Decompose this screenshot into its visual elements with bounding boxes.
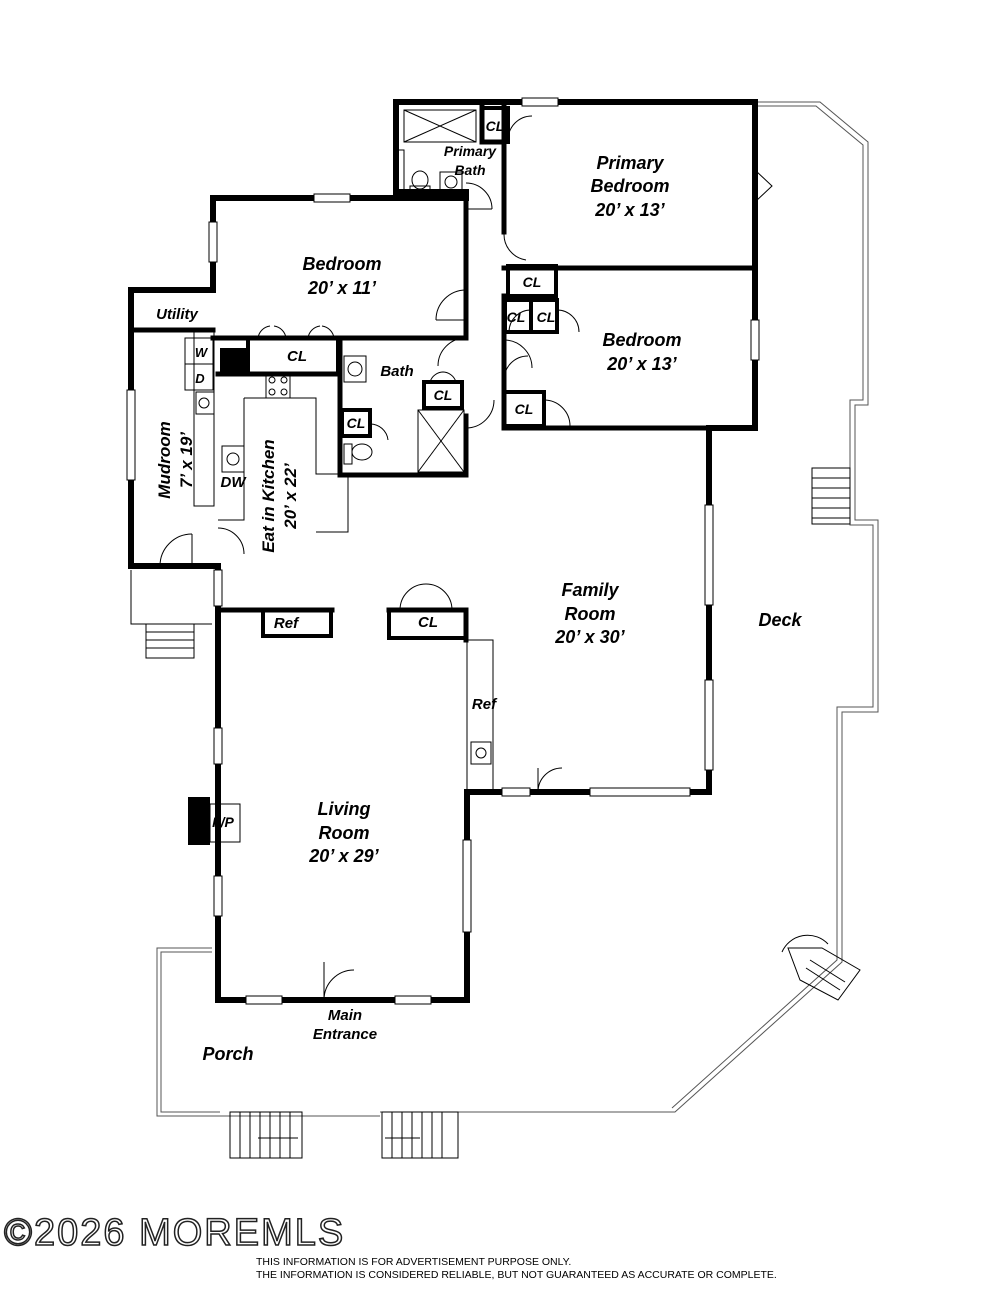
windows (126, 97, 760, 1005)
mudroom-label: Mudroom (155, 421, 174, 498)
porch-stairs-west (229, 1111, 303, 1159)
family-room-label: Family (561, 580, 619, 600)
disclaimer-line: THIS INFORMATION IS FOR ADVERTISEMENT PU… (256, 1256, 572, 1268)
fireplace-label: F/P (212, 814, 234, 830)
disclaimer-line: THE INFORMATION IS CONSIDERED RELIABLE, … (256, 1269, 777, 1281)
disclaimer: THIS INFORMATION IS FOR ADVERTISEMENT PU… (256, 1256, 777, 1282)
doors (159, 115, 773, 1001)
kitchen-label: Eat in Kitchen (259, 439, 278, 552)
closet-label: CL (537, 309, 556, 325)
refrigerator-label: Ref (274, 615, 300, 632)
bedroom-west-size: 20’ x 11’ (307, 278, 377, 298)
refrigerator-label: Ref (472, 696, 498, 713)
closet-label: CL (287, 348, 307, 365)
living-room-label: Room (319, 823, 370, 843)
closet-label: CL (347, 415, 366, 431)
dryer-label: D (195, 371, 205, 386)
exterior-walls (128, 99, 758, 1003)
primary-bedroom-size: 20’ x 13’ (594, 200, 665, 220)
bedroom-west-label: Bedroom (302, 254, 381, 274)
kitchen-size: 20’ x 22’ (281, 463, 300, 530)
porch-outline (130, 570, 459, 1159)
closets (246, 106, 559, 640)
family-room-label: Room (565, 604, 616, 624)
closet-label: CL (507, 309, 526, 325)
closet-label: CL (515, 401, 534, 417)
closet-label: CL (486, 118, 505, 134)
primary-bath-label: Primary (444, 143, 497, 159)
deck-stairs-corner (781, 934, 861, 1001)
mudroom-size: 7’ x 19’ (177, 432, 196, 488)
room-labels: Primary Bedroom 20’ x 13’ Primary Bath B… (155, 143, 803, 1064)
living-room-label: Living (318, 799, 371, 819)
washer-label: W (195, 345, 209, 360)
primary-bedroom-label: Primary (596, 153, 664, 173)
family-room-size: 20’ x 30’ (554, 627, 625, 647)
deck-label: Deck (758, 610, 802, 630)
living-room-size: 20’ x 29’ (308, 846, 379, 866)
mudroom-stoop (130, 570, 212, 659)
closet-label: CL (523, 274, 542, 290)
closet-label: CL (418, 614, 438, 631)
fixture-labels: CL CL CL CL CL CL CL CL CL W D DW Ref Re… (195, 118, 555, 830)
utility-label: Utility (156, 306, 198, 323)
main-entrance-label: Entrance (313, 1026, 377, 1043)
closet-label: CL (434, 387, 453, 403)
dishwasher-label: DW (221, 474, 248, 491)
bath-label: Bath (380, 363, 413, 380)
primary-bath-label: Bath (454, 162, 485, 178)
main-entrance-label: Main (328, 1007, 362, 1024)
deck-stairs-east (811, 467, 851, 525)
deck-outline (380, 101, 879, 1113)
porch-stairs-east (381, 1111, 459, 1159)
fixtures (184, 109, 494, 843)
copyright-watermark: ©2026 MOREMLS (3, 1211, 346, 1255)
bedroom-east-label: Bedroom (602, 330, 681, 350)
porch-label: Porch (202, 1044, 253, 1064)
primary-bedroom-label: Bedroom (590, 176, 669, 196)
bedroom-east-size: 20’ x 13’ (606, 354, 677, 374)
